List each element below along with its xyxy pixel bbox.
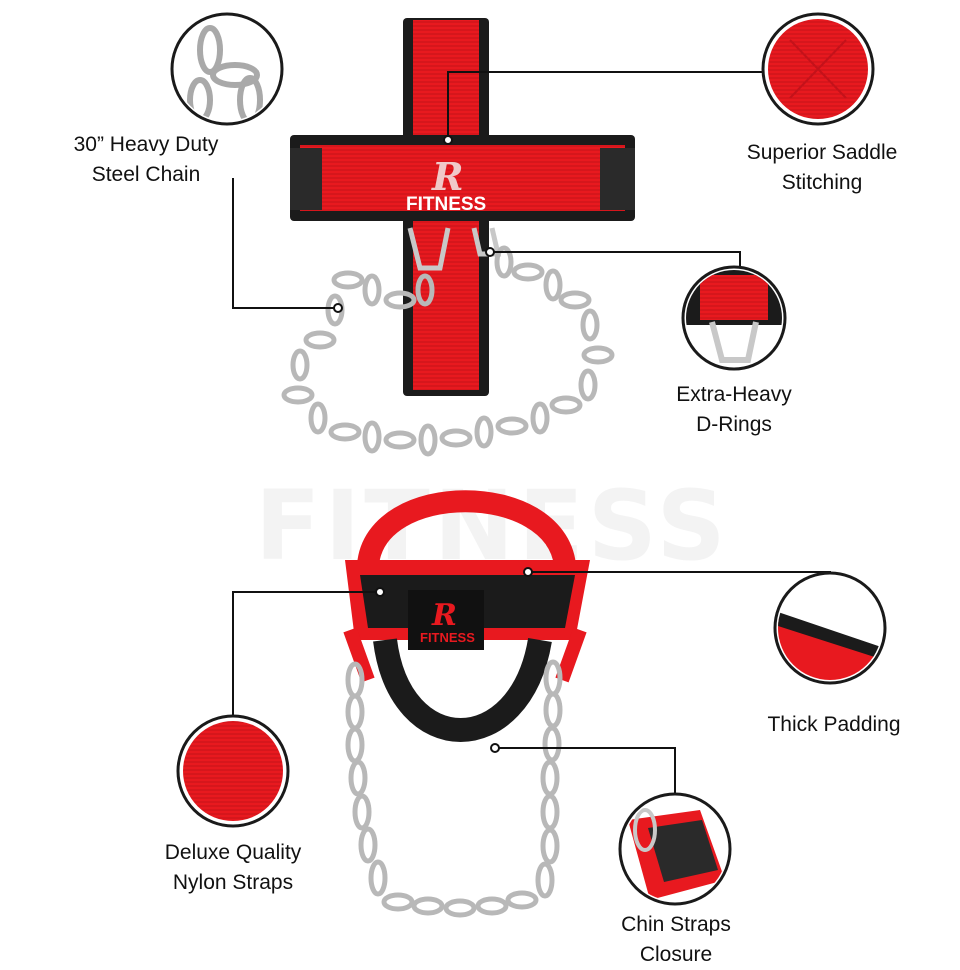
label-padding: Thick Padding <box>756 710 912 740</box>
label-line: Superior Saddle <box>746 141 898 164</box>
detail-circle-chin <box>618 792 732 906</box>
label-line: Extra-Heavy <box>676 383 792 406</box>
leader-dots <box>333 135 533 753</box>
label-line: Deluxe Quality <box>164 841 302 864</box>
label-line: 30” Heavy Duty <box>73 133 219 156</box>
label-stitching: Superior Saddle Stitching <box>734 138 910 198</box>
label-line: Closure <box>639 943 713 966</box>
top-logo-letter: R <box>431 154 464 199</box>
bottom-chain <box>345 659 563 918</box>
detail-circle-padding <box>773 571 887 685</box>
detail-circle-nylon <box>176 714 290 828</box>
label-chain: 30” Heavy Duty Steel Chain <box>66 130 226 190</box>
label-nylon: Deluxe Quality Nylon Straps <box>150 838 316 898</box>
top-logo-text: FITNESS <box>406 194 486 215</box>
label-line: Steel Chain <box>91 163 201 186</box>
label-line: Chin Straps <box>621 913 731 936</box>
top-harness: R FITNESS <box>290 18 635 396</box>
label-chin: Chin Straps Closure <box>605 910 747 970</box>
detail-circle-chain <box>170 12 284 126</box>
label-line: D-Rings <box>696 413 772 436</box>
detail-circle-d-rings <box>681 265 787 371</box>
label-d-rings: Extra-Heavy D-Rings <box>668 380 800 440</box>
label-line: Thick Padding <box>767 713 901 736</box>
bottom-logo-text: FITNESS <box>420 630 475 645</box>
detail-circle-stitching <box>761 12 875 126</box>
label-line: Stitching <box>781 171 863 194</box>
bottom-head-harness: R FITNESS <box>343 490 590 742</box>
label-line: Nylon Straps <box>172 871 294 894</box>
top-chain <box>281 245 615 457</box>
bottom-logo-letter: R <box>431 598 457 633</box>
